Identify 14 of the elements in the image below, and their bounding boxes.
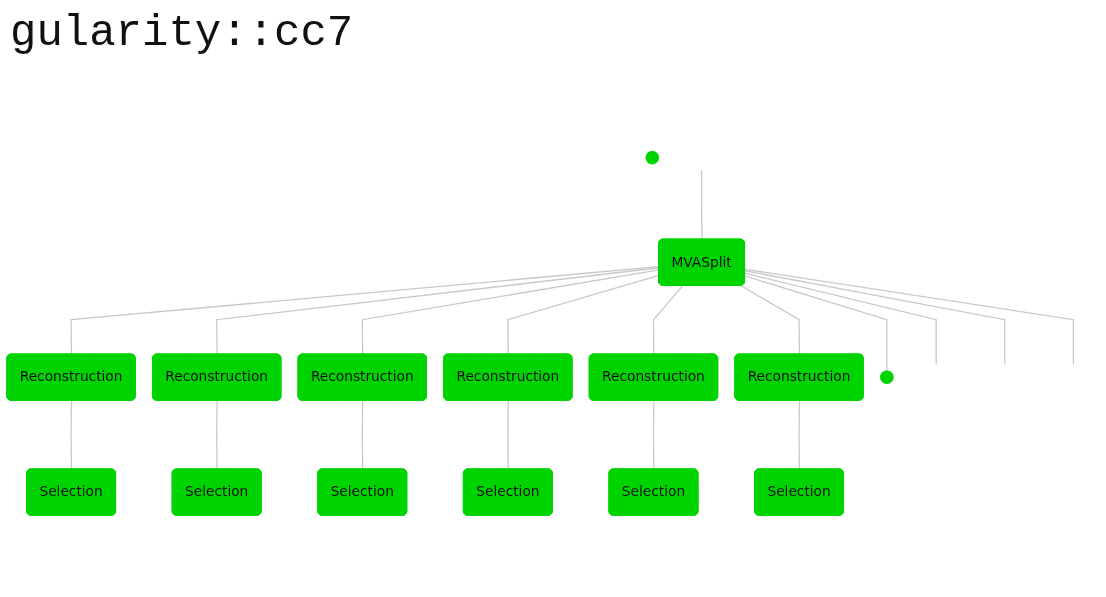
connector [70, 265, 660, 356]
node-circle [645, 150, 660, 165]
node-circle [880, 370, 894, 385]
connector [361, 269, 660, 356]
connector [744, 275, 888, 372]
connector [216, 267, 660, 356]
heading-text: gularity::cc7 [10, 8, 354, 58]
connector [744, 272, 937, 365]
connector [740, 285, 801, 356]
connector [744, 270, 1006, 365]
connector [652, 285, 684, 356]
connector [507, 274, 660, 356]
connector [700, 169, 703, 241]
connector [744, 268, 1075, 365]
